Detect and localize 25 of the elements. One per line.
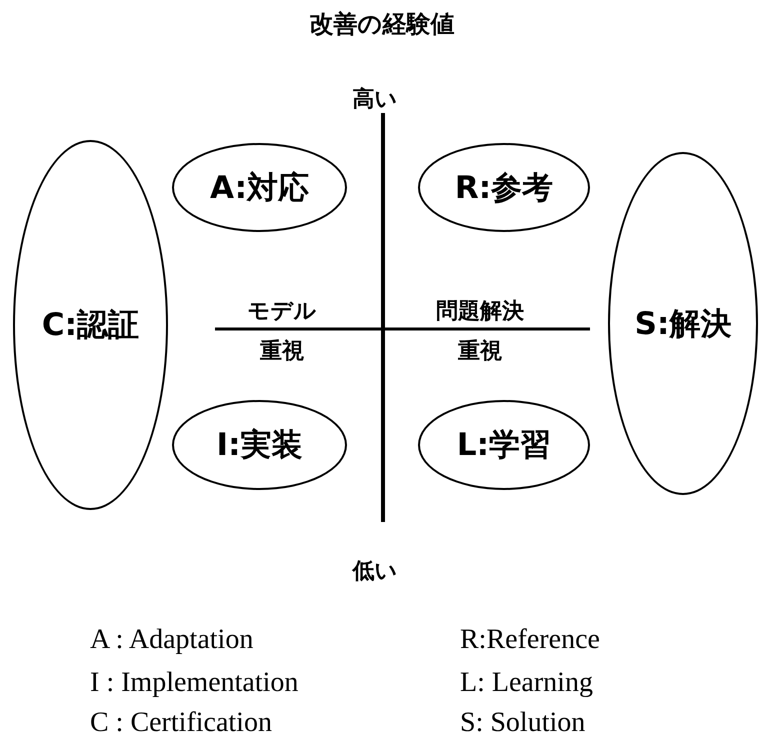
key-text: A : Adaptation: [90, 623, 254, 657]
axis-label: 問題解決: [436, 298, 524, 326]
ellipse-node: [418, 400, 590, 490]
axis-label: 高い: [352, 86, 398, 114]
diagram-title: 改善の経験値: [308, 9, 456, 40]
node-label: I:実装: [216, 427, 302, 463]
node-label: S:解決: [634, 306, 732, 342]
ellipse-node: [418, 143, 590, 232]
key-text: R:Reference: [460, 623, 600, 657]
ellipse-node: [608, 152, 758, 495]
axis-label: 低い: [352, 558, 398, 586]
key-text: C : Certification: [90, 706, 272, 740]
axis-label: モデル: [248, 298, 316, 326]
axis-label: 重視: [458, 338, 502, 366]
key-text: I : Implementation: [90, 666, 298, 700]
key-text: S: Solution: [460, 706, 586, 740]
key-text: L: Learning: [460, 666, 593, 700]
ellipse-node: [172, 400, 347, 490]
axis-label: 重視: [260, 338, 304, 366]
node-label: R:参考: [454, 170, 554, 206]
node-label: A:対応: [210, 170, 309, 206]
node-label: C:認証: [42, 307, 140, 343]
node-label: L:学習: [456, 427, 552, 463]
ellipse-node: [13, 140, 168, 510]
ellipse-node: [172, 143, 347, 232]
